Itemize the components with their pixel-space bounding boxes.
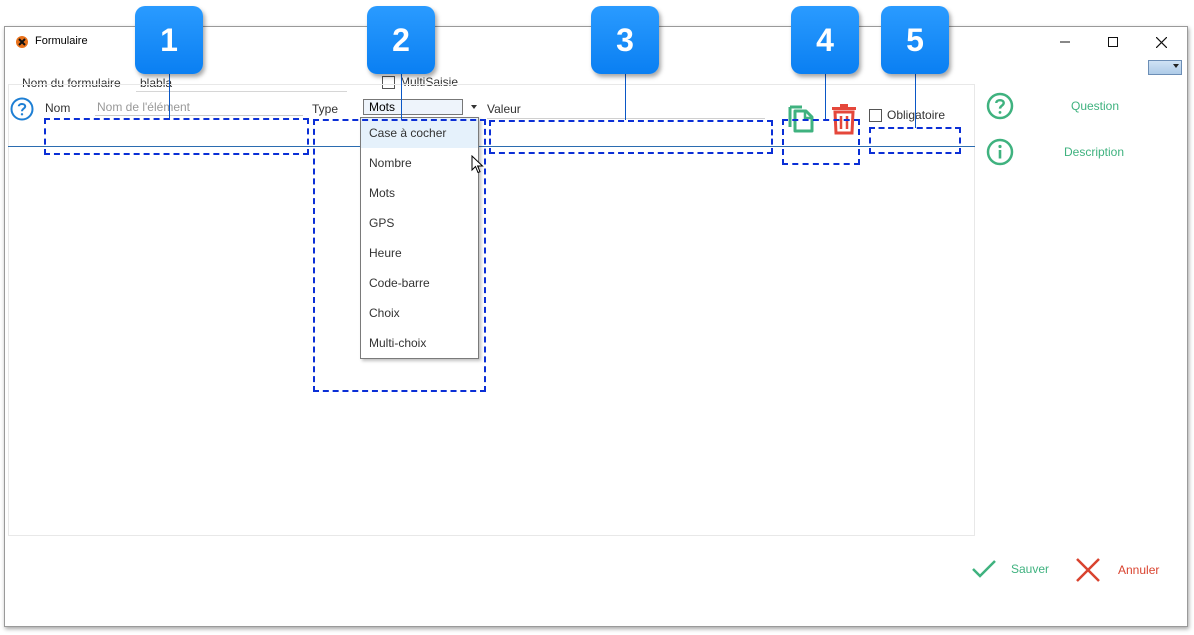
maximize-icon — [1108, 37, 1118, 47]
valeur-input[interactable] — [487, 118, 765, 119]
callout-connector — [169, 68, 170, 120]
form-name-input[interactable] — [136, 74, 347, 92]
question-label: Question — [1071, 99, 1120, 113]
multisaisie-checkbox[interactable]: MultiSaisie — [382, 75, 458, 89]
window-title: Formulaire — [35, 35, 88, 47]
type-select[interactable]: Mots — [363, 99, 481, 115]
info-circle-icon — [986, 138, 1014, 166]
close-x-icon — [1076, 558, 1100, 582]
dropdown-option[interactable]: Heure — [369, 246, 402, 260]
title-bar: Formulaire — [5, 27, 1187, 57]
app-logo-icon — [16, 36, 28, 48]
obligatoire-checkbox[interactable]: Obligatoire — [869, 108, 945, 122]
minimize-button[interactable] — [1043, 27, 1087, 57]
check-icon — [972, 560, 996, 578]
options-dropdown[interactable] — [1148, 60, 1182, 75]
description-label: Description — [1064, 145, 1125, 159]
highlight-box-4 — [782, 119, 860, 165]
row-separator — [8, 146, 975, 147]
obligatoire-label: Obligatoire — [887, 108, 946, 122]
callout-connector — [401, 68, 402, 120]
element-name-input[interactable] — [95, 98, 303, 116]
highlight-box-3 — [489, 120, 773, 154]
description-button[interactable]: Description — [986, 138, 1124, 166]
callout-badge: 1 — [135, 6, 203, 74]
callout-connector — [625, 68, 626, 120]
valeur-label: Valeur — [487, 102, 521, 116]
save-button[interactable]: Sauver — [969, 556, 1049, 582]
highlight-box-1 — [44, 118, 309, 155]
form-name-label: Nom du formulaire — [22, 76, 121, 90]
highlight-box-5 — [869, 127, 961, 154]
trash-icon[interactable] — [827, 102, 861, 136]
cancel-label: Annuler — [1118, 563, 1160, 577]
highlight-box-2 — [313, 119, 486, 392]
help-circle-icon[interactable] — [10, 97, 34, 121]
dropdown-option[interactable]: Nombre — [369, 156, 412, 170]
close-icon — [1155, 36, 1167, 48]
type-label: Type — [312, 102, 339, 116]
type-selected-value[interactable]: Mots — [363, 99, 463, 115]
nom-label: Nom — [45, 101, 71, 115]
close-window-button[interactable] — [1139, 27, 1183, 57]
mouse-cursor-icon — [471, 155, 484, 174]
obligatoire-box[interactable] — [869, 108, 882, 122]
callout-connector — [915, 68, 916, 128]
save-label: Sauver — [1011, 562, 1050, 576]
question-button[interactable]: Question — [986, 92, 1119, 120]
callout-badge: 2 — [367, 6, 435, 74]
dropdown-option[interactable]: GPS — [369, 216, 395, 230]
callout-badge: 3 — [591, 6, 659, 74]
callout-badge: 4 — [791, 6, 859, 74]
maximize-button[interactable] — [1091, 27, 1135, 57]
chevron-down-icon[interactable] — [468, 99, 480, 115]
form-window: Formulaire Nom du formulaire MultiSaisie — [4, 26, 1188, 627]
multisaisie-box[interactable] — [382, 75, 395, 89]
dropdown-option[interactable]: Code-barre — [369, 276, 430, 290]
callout-badge: 5 — [881, 6, 949, 74]
multisaisie-label: MultiSaisie — [400, 75, 459, 89]
dropdown-option[interactable]: Case à cocher — [361, 118, 478, 148]
dropdown-option[interactable]: Mots — [369, 186, 396, 200]
type-dropdown-list: Case à cocher Nombre Mots GPS Heure Code… — [360, 117, 479, 359]
minimize-icon — [1060, 41, 1070, 43]
cancel-button[interactable]: Annuler — [1074, 556, 1159, 584]
callout-connector — [825, 68, 826, 120]
copy-icon[interactable] — [784, 100, 818, 134]
dropdown-option[interactable]: Choix — [369, 306, 400, 320]
dropdown-option[interactable]: Multi-choix — [369, 336, 427, 350]
elements-panel — [8, 84, 975, 536]
question-circle-icon — [986, 92, 1014, 120]
